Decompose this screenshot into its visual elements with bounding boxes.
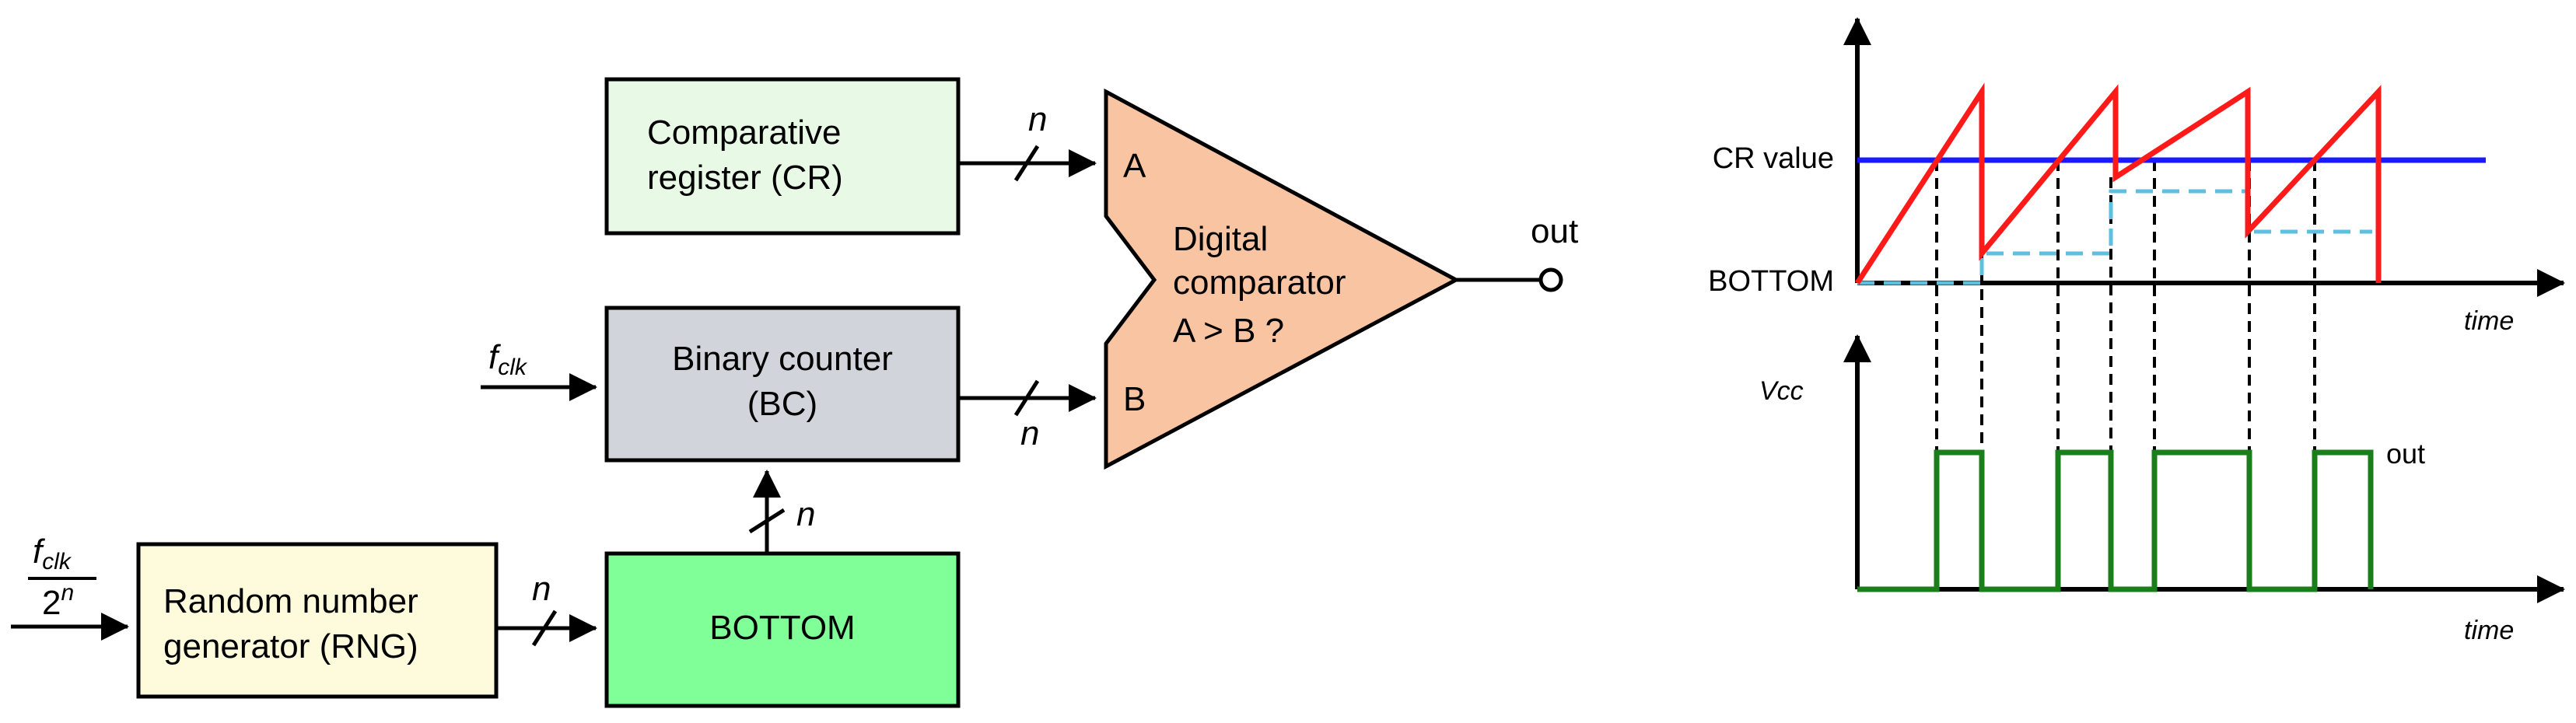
sync-dashed-lines — [1935, 160, 2316, 452]
digital-comparator: A B Digital comparator A > B ? — [1104, 88, 1461, 470]
lower-axes — [1843, 334, 2565, 603]
rng-label-line2: generator (RNG) — [163, 627, 418, 665]
bottom-block: BOTTOM — [604, 551, 961, 708]
bus-cr-to-a: n — [958, 100, 1097, 182]
bc-label-line1: Binary counter — [672, 340, 893, 378]
rng-block: Random number generator (RNG) — [136, 542, 499, 699]
bus-width-label-b: n — [1020, 414, 1039, 452]
bc-label-line2: (BC) — [747, 385, 817, 423]
clock-input-rng: fclk 2n — [11, 533, 129, 641]
comparative-register-block: Comparative register (CR) — [604, 77, 961, 236]
bus-bc-to-b: n — [958, 379, 1097, 452]
svg-text:fclk: fclk — [488, 338, 528, 380]
svg-text:2n: 2n — [42, 580, 74, 622]
vcc-label: Vcc — [1759, 376, 1804, 406]
comparator-label-line1: Digital — [1173, 220, 1268, 258]
clock-input-bc: fclk — [481, 338, 597, 401]
cr-label-line2: register (CR) — [647, 159, 843, 197]
cr-label-line1: Comparative — [647, 114, 841, 152]
comparator-input-b: B — [1123, 380, 1146, 418]
bottom-level-trace — [1857, 189, 2372, 285]
time-axis-label-bottom: time — [2464, 616, 2514, 645]
bus-width-label-a: n — [1028, 100, 1047, 138]
bus-width-label-bottom: n — [796, 495, 815, 533]
rng-label-line1: Random number — [163, 582, 418, 620]
output-terminal-icon — [1538, 267, 1563, 292]
bus-slash-icon — [1013, 145, 1040, 182]
bus-width-label-rng: n — [532, 570, 551, 608]
output-label: out — [1531, 212, 1578, 250]
bus-slash-icon — [748, 508, 786, 534]
fclk-div-exponent: n — [61, 580, 74, 606]
fclk-div-subscript: clk — [42, 549, 72, 575]
upper-axes — [1843, 17, 2565, 297]
bus-bottom-to-bc: n — [748, 470, 815, 554]
comparator-input-a: A — [1123, 147, 1146, 185]
bus-slash-icon — [1013, 379, 1040, 417]
binary-counter-block: Binary counter (BC) — [604, 306, 961, 463]
cr-value-label: CR value — [1713, 142, 1834, 175]
fclk-subscript: clk — [498, 355, 528, 380]
comparator-output: out — [1456, 212, 1578, 292]
comparator-label-line2: comparator — [1173, 264, 1346, 302]
bottom-label: BOTTOM — [709, 609, 855, 647]
comparator-label-line3: A > B ? — [1173, 312, 1284, 350]
bus-rng-to-bottom: n — [496, 570, 597, 647]
bus-slash-icon — [531, 609, 558, 647]
svg-text:fclk: fclk — [33, 533, 72, 575]
pwm-out-label: out — [2386, 438, 2425, 470]
counter-sawtooth — [1855, 82, 2382, 285]
fclk-div-denominator: 2 — [42, 584, 61, 622]
time-axis-label-top: time — [2464, 306, 2514, 336]
bottom-level-label: BOTTOM — [1708, 265, 1834, 298]
pwm-output-trace — [1857, 449, 2374, 592]
